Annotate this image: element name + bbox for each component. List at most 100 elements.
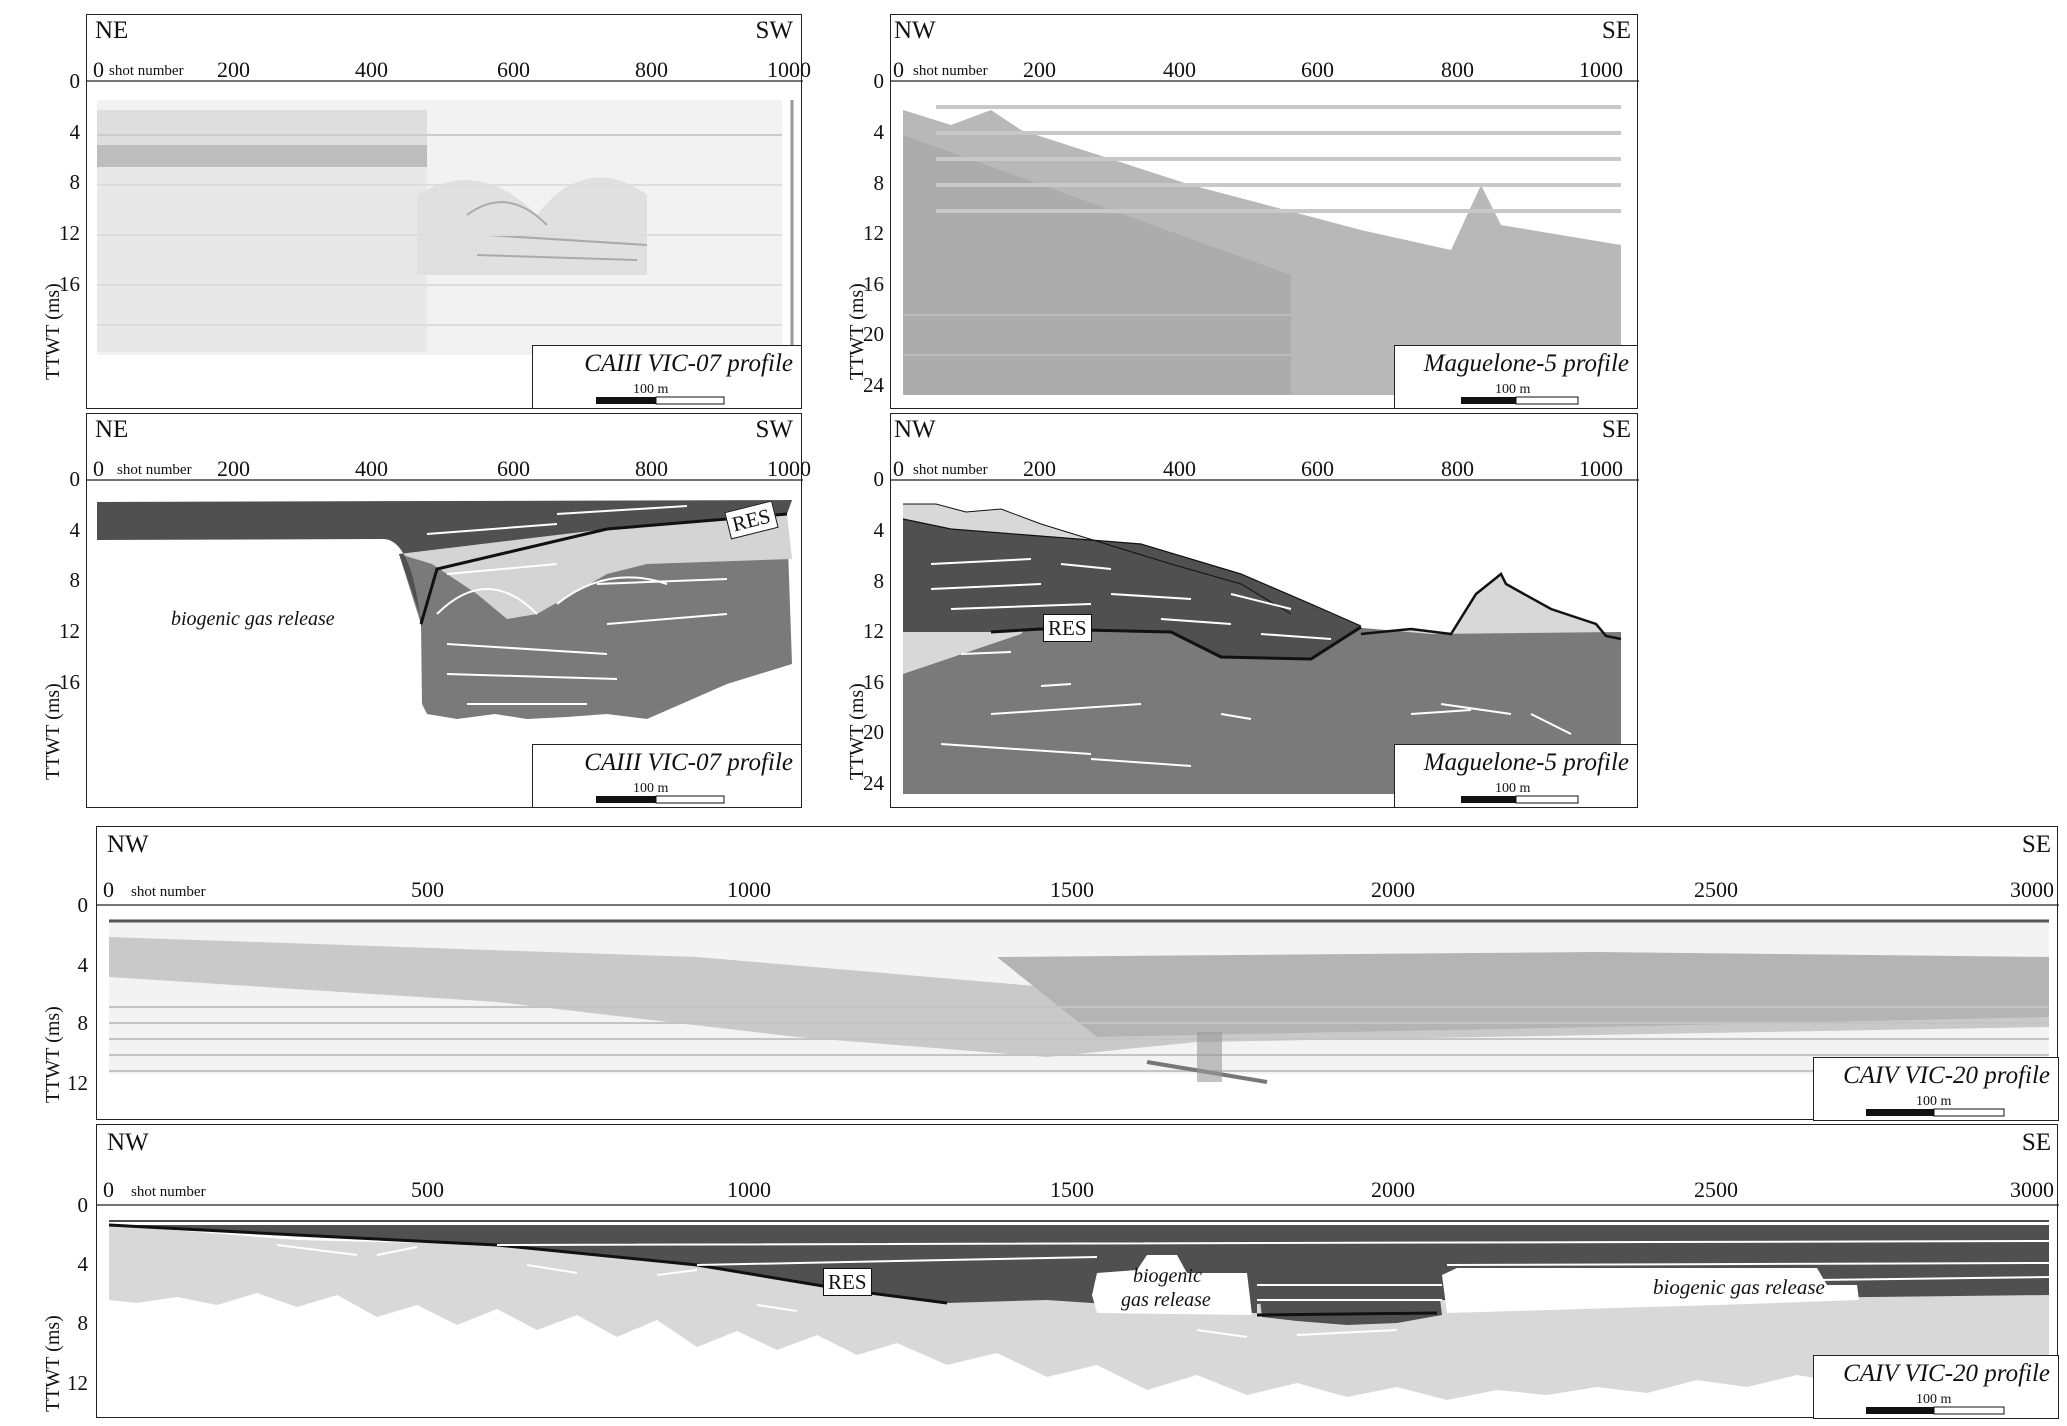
ytick: 0 — [77, 893, 89, 917]
ytick: 16 — [59, 272, 80, 296]
scale-text: 100 m — [1916, 1094, 1952, 1109]
profile-title: CAIII VIC-07 profile — [584, 749, 793, 776]
interpretation-drawing — [87, 479, 803, 719]
xtick: 200 — [1023, 57, 1056, 82]
y-axis-label: TTWT (ms) — [42, 1006, 64, 1103]
profile-legend: Maguelone-5 profile 100 m — [1394, 744, 1638, 808]
scale-bar — [1866, 1406, 2005, 1415]
scale-bar — [596, 795, 725, 804]
ytick: 16 — [863, 272, 884, 296]
xtick: 600 — [497, 456, 530, 481]
panel-caiii-seismic: NE SW 0 shot number 200 400 600 800 1000… — [86, 14, 811, 409]
y-axis-label: TTWT (ms) — [42, 683, 64, 780]
ytick: 8 — [873, 171, 885, 195]
scale-text: 100 m — [633, 781, 669, 796]
xtick: 1500 — [1050, 1177, 1094, 1202]
ytick: 4 — [77, 1252, 89, 1276]
interpretation-drawing — [97, 1204, 2059, 1400]
profile-legend: CAIII VIC-07 profile 100 m — [532, 744, 802, 808]
ytick: 8 — [69, 170, 81, 194]
xtick: 200 — [217, 456, 250, 481]
xtick: 0 — [93, 57, 104, 82]
ytick: 4 — [69, 518, 81, 542]
ytick: 12 — [67, 1071, 88, 1095]
profile-title: Maguelone-5 profile — [1423, 350, 1629, 377]
ytick: 20 — [863, 720, 884, 744]
scale-bar — [1461, 396, 1579, 405]
xtick: 1000 — [1579, 57, 1623, 82]
xtick: 2500 — [1694, 877, 1738, 902]
direction-left: NW — [107, 831, 149, 858]
scale-bar — [596, 396, 725, 405]
direction-right: SE — [2021, 1129, 2051, 1156]
ytick: 12 — [67, 1371, 88, 1395]
xtick: 1000 — [727, 877, 771, 902]
xtick: 500 — [411, 1177, 444, 1202]
shot-number-label: shot number — [117, 462, 192, 478]
xtick: 800 — [1441, 456, 1474, 481]
annotation-gas-release-line2: gas release — [1121, 1289, 1211, 1311]
direction-left: NE — [95, 416, 129, 443]
xtick: 1000 — [727, 1177, 771, 1202]
panel-caiv-interpretation: NW SE 0 shot number 500 1000 1500 2000 2… — [96, 1124, 2059, 1419]
xtick: 800 — [635, 57, 668, 82]
annotation-biogenic-gas-release: biogenic gas release — [1653, 1275, 1825, 1299]
xtick: 600 — [1301, 456, 1334, 481]
y-axis-label: TTWT (ms) — [42, 1315, 64, 1412]
panel-maguelone-interpretation: NW SE 0 shot number 200 400 600 800 1000… — [890, 413, 1639, 808]
profile-title: CAIII VIC-07 profile — [584, 350, 793, 377]
xtick: 200 — [217, 57, 250, 82]
ytick: 12 — [59, 221, 80, 245]
direction-right: SE — [1601, 17, 1631, 44]
xtick: 500 — [411, 877, 444, 902]
ytick: 4 — [873, 120, 885, 144]
interpretation-drawing — [891, 479, 1639, 794]
scale-bar — [1866, 1108, 2005, 1117]
scale-text: 100 m — [633, 382, 669, 397]
xtick: 200 — [1023, 456, 1056, 481]
xtick: 1500 — [1050, 877, 1094, 902]
ytick: 4 — [77, 953, 89, 977]
scale-bar — [1461, 795, 1579, 804]
direction-left: NW — [894, 416, 936, 443]
xtick: 800 — [1441, 57, 1474, 82]
ytick: 12 — [863, 619, 884, 643]
ytick: 20 — [863, 322, 884, 346]
ytick: 4 — [873, 518, 885, 542]
y-axis-label: TTWT (ms) — [42, 283, 64, 380]
xtick: 1000 — [767, 57, 811, 82]
ytick: 0 — [873, 69, 885, 93]
panel-caiii-interpretation: NE SW 0 shot number 200 400 600 800 1000… — [86, 413, 811, 808]
profile-legend: Maguelone-5 profile 100 m — [1394, 345, 1638, 409]
res-label: RES — [1043, 614, 1092, 642]
profile-legend: CAIV VIC-20 profile 100 m — [1813, 1355, 2059, 1419]
ytick: 16 — [59, 670, 80, 694]
shot-number-label: shot number — [131, 1184, 206, 1200]
y-axis-label: TTWT (ms) — [846, 683, 868, 780]
xtick: 400 — [355, 57, 388, 82]
panel-maguelone-seismic: NW SE 0 shot number 200 400 600 800 1000… — [890, 14, 1639, 409]
xtick: 400 — [1163, 57, 1196, 82]
profile-title: CAIV VIC-20 profile — [1843, 1062, 2050, 1089]
xtick: 400 — [1163, 456, 1196, 481]
direction-left: NW — [107, 1129, 149, 1156]
scale-text: 100 m — [1495, 382, 1531, 397]
annotation-biogenic-line1: biogenic — [1133, 1265, 1202, 1287]
ytick: 16 — [863, 670, 884, 694]
profile-title: CAIV VIC-20 profile — [1843, 1360, 2050, 1387]
scale-text: 100 m — [1916, 1392, 1952, 1407]
xtick: 3000 — [2010, 877, 2054, 902]
xtick: 0 — [103, 1177, 114, 1202]
xtick: 3000 — [2010, 1177, 2054, 1202]
ytick: 8 — [77, 1011, 89, 1035]
panel-caiv-seismic: NW SE 0 shot number 500 1000 1500 2000 2… — [96, 826, 2059, 1121]
xtick: 1000 — [1579, 456, 1623, 481]
direction-right: SW — [755, 416, 794, 443]
xtick: 400 — [355, 456, 388, 481]
direction-left: NW — [894, 17, 936, 44]
ytick: 0 — [69, 69, 81, 93]
shot-number-label: shot number — [913, 462, 988, 478]
direction-right: SW — [755, 17, 794, 44]
ytick: 12 — [863, 221, 884, 245]
xtick: 600 — [497, 57, 530, 82]
